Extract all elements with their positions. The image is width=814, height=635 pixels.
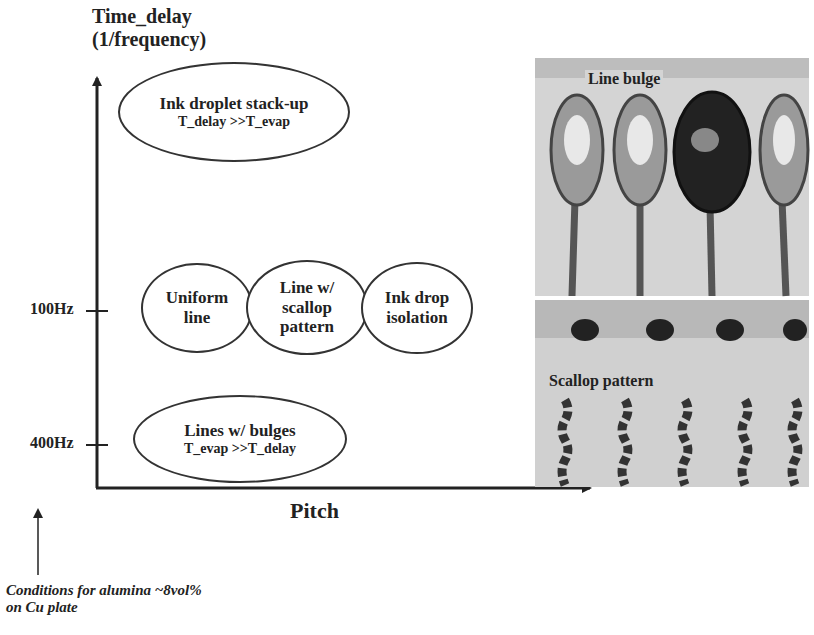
node-text: Lines w/ bulges bbox=[184, 421, 295, 441]
axis-label: 400Hz bbox=[30, 434, 74, 452]
node-text: T_delay >>T_evap bbox=[178, 114, 290, 130]
x-axis bbox=[96, 487, 590, 490]
note-arrow bbox=[37, 510, 39, 575]
axis-label: 100Hz bbox=[30, 300, 74, 318]
y-axis bbox=[96, 78, 99, 488]
node-text: Ink droplet stack-up bbox=[160, 94, 309, 114]
node-text: Ink drop isolation bbox=[382, 288, 452, 327]
scallop-pattern-photo bbox=[535, 300, 809, 487]
ellipse-node: Uniform line bbox=[141, 263, 252, 353]
ellipse-node: Ink drop isolation bbox=[361, 262, 472, 354]
axis-label: Time_delay (1/frequency) bbox=[92, 5, 242, 51]
node-text: Uniform line bbox=[162, 288, 232, 327]
axis-label: Pitch bbox=[290, 498, 339, 523]
ellipse-node: Ink droplet stack-upT_delay >>T_evap bbox=[118, 62, 350, 162]
line-bulge-photo bbox=[535, 58, 809, 296]
axis-label: Line bulge bbox=[585, 70, 663, 88]
tick bbox=[86, 444, 108, 446]
axis-label: Conditions for alumina ~8vol% on Cu plat… bbox=[6, 582, 216, 617]
tick bbox=[86, 310, 108, 312]
node-text: T_evap >>T_delay bbox=[184, 441, 296, 457]
axis-label: Scallop pattern bbox=[546, 372, 656, 390]
node-text: Line w/ scallop pattern bbox=[268, 278, 346, 337]
ellipse-node: Line w/ scallop pattern bbox=[246, 260, 369, 355]
ellipse-node: Lines w/ bulgesT_evap >>T_delay bbox=[133, 395, 347, 483]
